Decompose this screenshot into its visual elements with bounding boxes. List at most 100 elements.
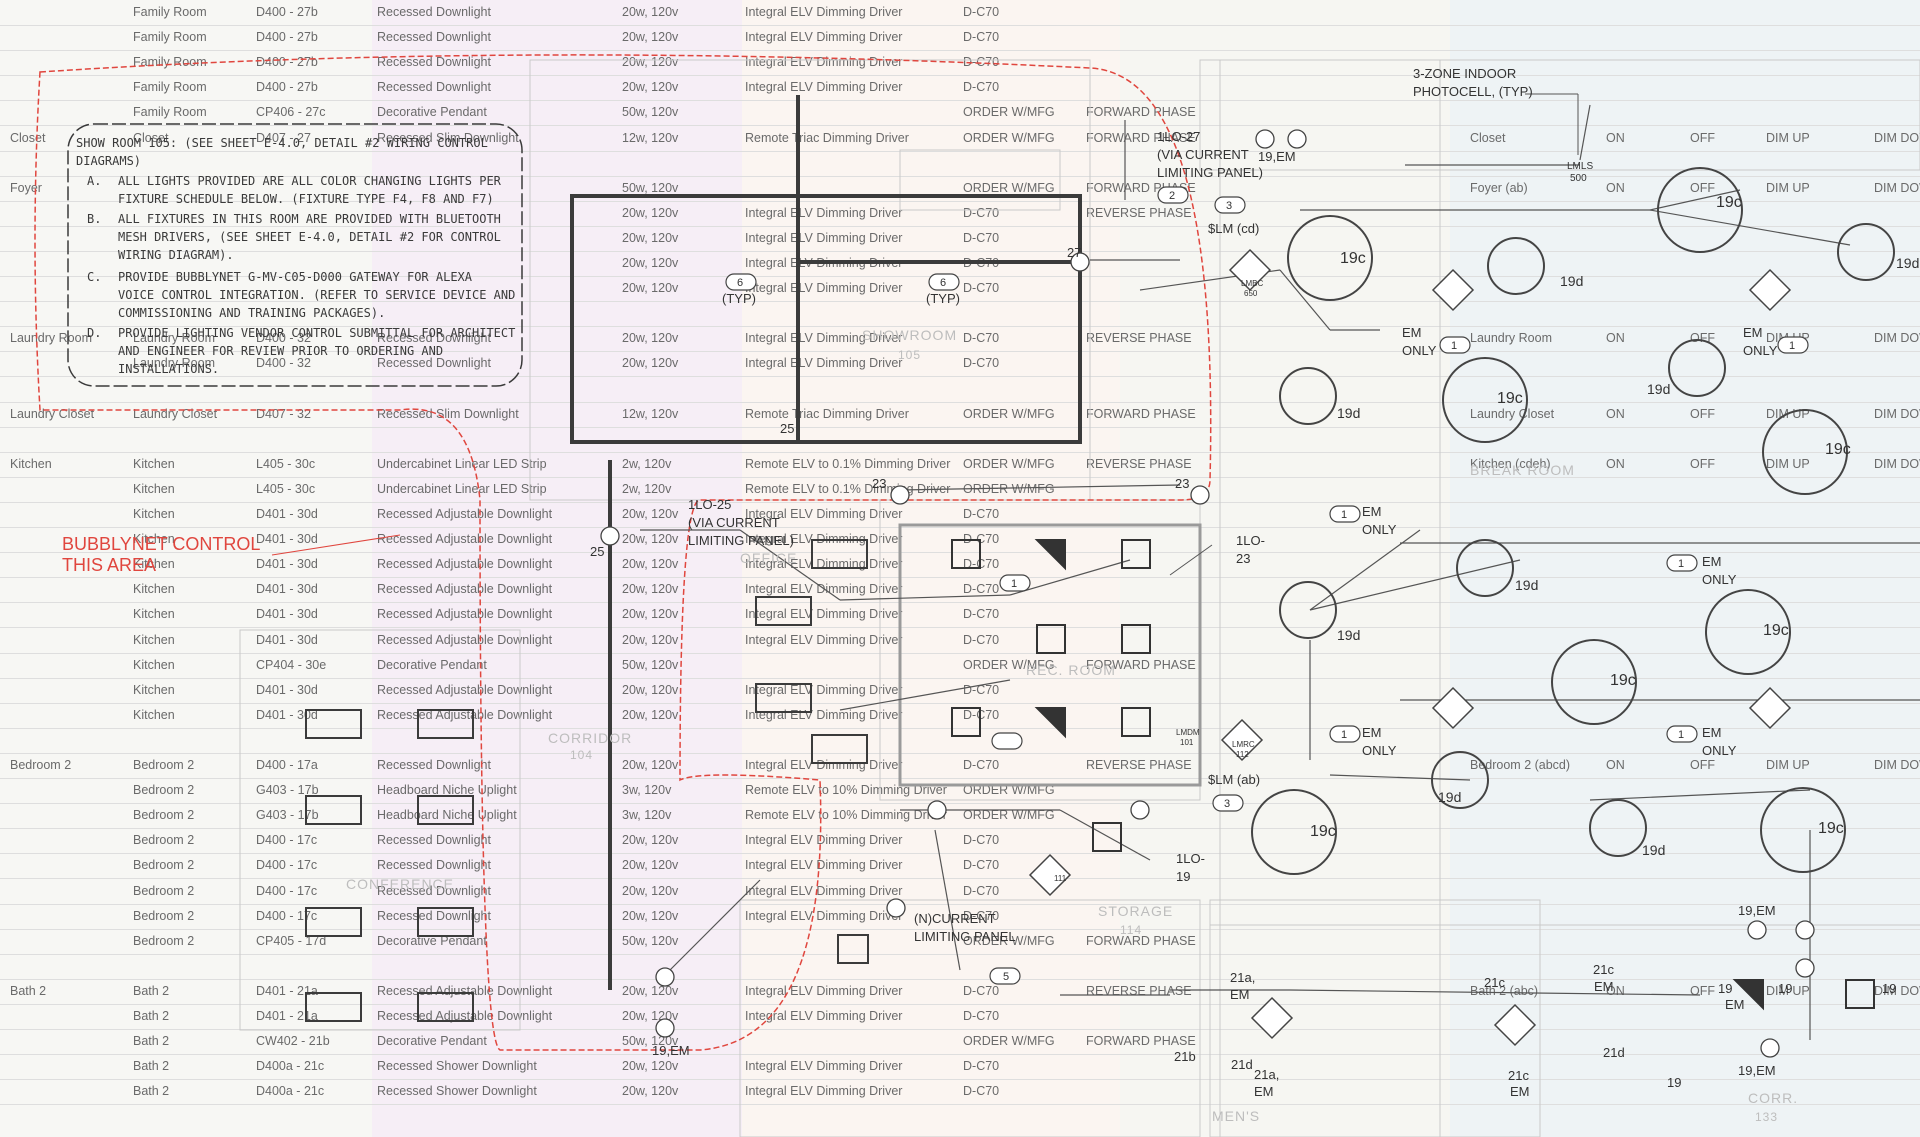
room-name-break-room: BREAK ROOM: [1470, 462, 1575, 478]
schedule-cell-driver: Integral ELV Dimming Driver: [745, 758, 903, 772]
schedule-cell-room: Kitchen: [133, 456, 175, 471]
schedule-cell-driver: Integral ELV Dimming Driver: [745, 356, 903, 371]
schedule-cell-room: Kitchen: [133, 657, 175, 672]
fixture-label-em: EM: [1594, 979, 1614, 994]
circuit-tag-icon: [1439, 336, 1471, 354]
schedule-cell-desc: Recessed Slim Downlight: [377, 406, 519, 421]
junction-box-icon: [1795, 958, 1815, 978]
schedule-cell-room: Bath 2: [133, 1059, 170, 1074]
exit-sign-icon: [1747, 920, 1767, 940]
schedule-cell-control: D-C70: [963, 1059, 1000, 1074]
note-item-a-line2: FIXTURE SCHEDULE BELOW. (FIXTURE TYPE F4…: [118, 192, 494, 206]
schedule-cell-type: D401 - 30d: [256, 532, 318, 547]
schedule-cell-driver: Integral ELV Dimming Driver: [745, 908, 903, 923]
em-only-label: EM: [1702, 725, 1722, 740]
linear-fixture-icon: [417, 709, 474, 739]
schedule-cell-type: D400 - 27b: [256, 80, 318, 95]
circuit-tag-1: 1: [1451, 340, 1458, 352]
fixture-label-em: EM: [1254, 1084, 1274, 1099]
linear-fixture-icon: [837, 934, 869, 964]
schedule-cell-desc: Recessed Adjustable Downlight: [377, 632, 553, 647]
sensor-diamond-icon: [1431, 268, 1475, 312]
schedule-row: [0, 151, 1920, 177]
schedule-cell-type: D401 - 30d: [256, 632, 318, 647]
circuit-tag-2: 2: [1169, 190, 1176, 202]
schedule-cell-control: D-C70: [963, 1084, 1000, 1099]
schedule-cell-load: 20w, 120v: [622, 632, 679, 647]
lmrc-device-icon: [1220, 718, 1264, 762]
schedule-cell-mode: REVERSE PHASE: [1086, 758, 1192, 772]
schedule-cell-room: Family Room: [133, 105, 207, 120]
downlight-fixture-icon: [1279, 367, 1337, 425]
schedule-cell-space: Laundry Room: [10, 331, 92, 346]
fixture-label-19: 19: [1778, 981, 1793, 996]
schedule-cell-type: CW402 - 21b: [256, 1034, 330, 1049]
fixture-label-21c: 21c: [1508, 1068, 1529, 1083]
em-only-label: EM: [1362, 725, 1382, 740]
square-fixture-icon: [1121, 707, 1151, 737]
current-panel-label1: (N)CURRENT: [914, 911, 996, 926]
schedule-cell-space: Bath 2: [10, 983, 47, 998]
schedule-cell-space: Kitchen: [10, 456, 52, 471]
lmls-number: 500: [1570, 173, 1587, 184]
schedule-cell-desc: Recessed Downlight: [377, 55, 491, 70]
schedule-cell-driver: Integral ELV Dimming Driver: [745, 331, 903, 346]
schedule-cell-c3: OFF: [1690, 180, 1715, 195]
schedule-cell-desc: Recessed Downlight: [377, 883, 491, 898]
linear-fixture-icon: [417, 992, 474, 1022]
note-item-d-line1: PROVIDE LIGHTING VENDOR CONTROL SUBMITTA…: [118, 326, 516, 340]
schedule-cell-driver: Integral ELV Dimming Driver: [745, 1084, 903, 1099]
schedule-cell-driver: Integral ELV Dimming Driver: [745, 230, 903, 245]
schedule-cell-desc: Recessed Adjustable Downlight: [377, 532, 553, 547]
emergency-fixture-icon: [1034, 707, 1066, 739]
schedule-cell-control: D-C70: [963, 607, 1000, 622]
schedule-cell-type: D401 - 30d: [256, 557, 318, 572]
fixture-label-19d: 19d: [1642, 842, 1666, 858]
circuit-tag-1: 1: [1011, 578, 1018, 590]
lmrc-label: LMRC: [1232, 740, 1255, 749]
junction-boxes: [600, 129, 1815, 1058]
bubblynet-callout-line2: THIS AREA: [62, 555, 157, 575]
schedule-cell-type: D401 - 30d: [256, 582, 318, 597]
circuit-label-23: 23: [1175, 476, 1190, 491]
pendant-fixture-icon: [1762, 409, 1848, 495]
occupancy-sensors: [1028, 248, 1792, 1047]
schedule-cell-control: ORDER W/MFG: [963, 808, 1055, 823]
linear-fixture-icon: [417, 907, 474, 937]
room-name-mens: MEN'S: [1212, 1108, 1261, 1124]
schedule-cell-c2: ON: [1606, 180, 1625, 195]
junction-box-icon: [1190, 485, 1210, 505]
room-name-conference: CONFERENCE: [346, 876, 455, 892]
em-only-label: EM: [1743, 325, 1763, 340]
schedule-cell-load: 20w, 120v: [622, 983, 679, 998]
schedule-cell-space: Bedroom 2: [10, 758, 72, 772]
schedule-cell-load: 20w, 120v: [622, 281, 679, 296]
circuit-tag-1: 1: [1678, 558, 1685, 570]
lmdm-label: LMDM: [1176, 728, 1200, 737]
schedule-cell-desc: Recessed Shower Downlight: [377, 1084, 537, 1099]
circuit-tag-icon: [1212, 794, 1244, 812]
circuit-label-1lo-23-b: 23: [1236, 551, 1251, 566]
sheet-band-left: [0, 0, 372, 1137]
em-only-label-2: ONLY: [1362, 522, 1397, 537]
schedule-cell-driver: Remote ELV to 10% Dimming Driver: [745, 783, 947, 798]
schedule-cell-load: 50w, 120v: [622, 933, 679, 948]
room-number-showroom: 105: [898, 348, 922, 362]
schedule-cell-room: Bedroom 2: [133, 933, 195, 948]
schedule-cell-c1: Laundry Closet: [1470, 406, 1555, 421]
schedule-cell-load: 50w, 120v: [622, 657, 679, 672]
circuit-tag-icon: [999, 574, 1031, 592]
schedule-cell-c3: OFF: [1690, 456, 1715, 471]
fixture-label-19c: 19c: [1818, 820, 1844, 837]
schedule-cell-control: ORDER W/MFG: [963, 481, 1055, 496]
schedule-cell-driver: Integral ELV Dimming Driver: [745, 1009, 903, 1023]
fixture-label-21c: 21c: [1593, 962, 1614, 977]
